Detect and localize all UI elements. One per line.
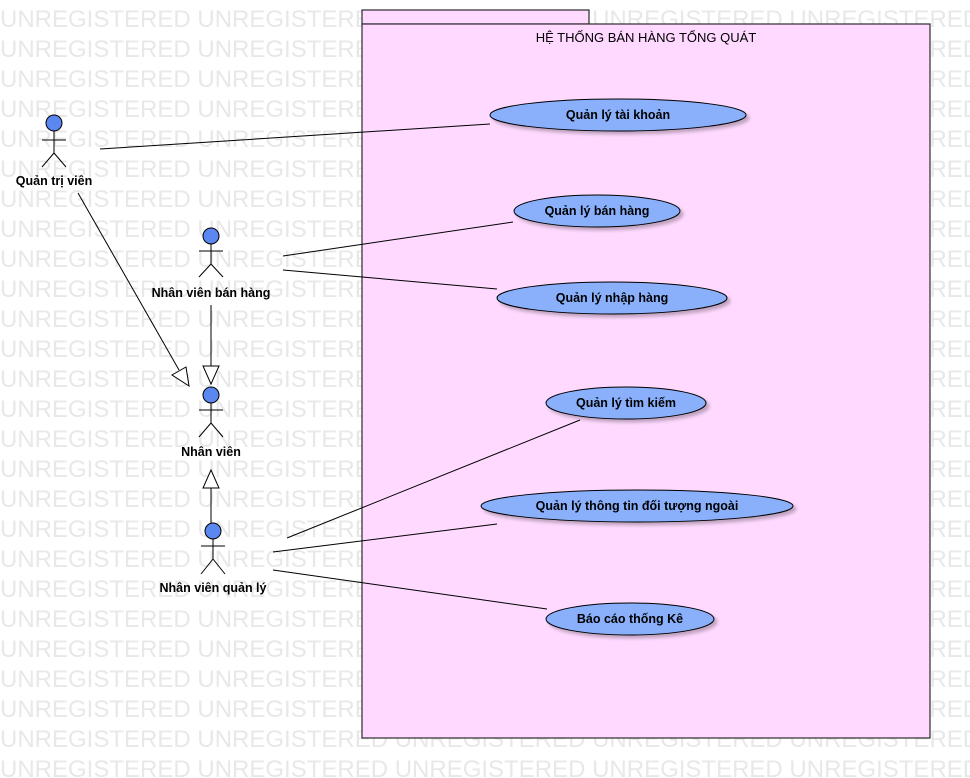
actor-admin-label: Quản trị viên bbox=[16, 174, 92, 188]
actor-manager-right-leg bbox=[212, 558, 226, 575]
assoc-manager-partners[interactable] bbox=[272, 523, 498, 553]
assoc-admin-accounts[interactable] bbox=[99, 123, 491, 150]
usecase-sales-label: Quản lý bán hàng bbox=[545, 204, 650, 218]
actor-sales[interactable]: Nhân viên bán hàng bbox=[152, 227, 271, 300]
generalizations bbox=[77, 192, 220, 523]
usecase-search[interactable]: Quản lý tìm kiếm bbox=[545, 386, 707, 420]
usecase-partners-shape bbox=[480, 489, 794, 523]
usecase-accounts-shape bbox=[489, 98, 747, 132]
actor-sales-head-icon bbox=[202, 227, 220, 245]
actor-admin-left-leg bbox=[41, 152, 55, 168]
assoc-sales-sales[interactable] bbox=[282, 221, 514, 257]
actor-admin-head-icon bbox=[45, 114, 63, 132]
gen-sales-staff-arrow bbox=[202, 365, 220, 386]
actor-sales-right-leg bbox=[210, 263, 224, 278]
actor-staff-right-leg bbox=[210, 422, 224, 438]
usecase-partners-label: Quản lý thông tin đối tượng ngoài bbox=[536, 499, 739, 513]
actor-manager-left-leg bbox=[200, 558, 214, 575]
usecase-partners[interactable]: Quản lý thông tin đối tượng ngoài bbox=[480, 489, 794, 523]
gen-admin-staff-arrow bbox=[171, 366, 190, 388]
gen-manager-staff-arrow bbox=[202, 468, 220, 489]
actor-admin-right-leg bbox=[53, 152, 67, 168]
usecase-report[interactable]: Báo cáo thống Kê bbox=[545, 602, 715, 636]
actor-manager-head-icon bbox=[204, 522, 222, 540]
usecase-report-label: Báo cáo thống Kê bbox=[577, 612, 683, 626]
actor-staff-label: Nhân viên bbox=[181, 445, 241, 459]
assoc-manager-search[interactable] bbox=[286, 419, 581, 539]
assoc-manager-report[interactable] bbox=[272, 569, 548, 610]
usecase-report-shape bbox=[545, 602, 715, 636]
usecase-accounts[interactable]: Quản lý tài khoản bbox=[489, 98, 747, 132]
usecase-search-shape bbox=[545, 386, 707, 420]
actor-manager[interactable]: Nhân viên quản lý bbox=[160, 522, 267, 595]
actor-manager-label: Nhân viên quản lý bbox=[160, 581, 267, 595]
usecase-search-label: Quản lý tìm kiếm bbox=[576, 396, 676, 410]
usecase-accounts-label: Quản lý tài khoản bbox=[566, 108, 670, 122]
actor-staff[interactable]: Nhân viên bbox=[181, 386, 241, 459]
actor-sales-label: Nhân viên bán hàng bbox=[152, 286, 271, 300]
assoc-sales-imports[interactable] bbox=[282, 269, 498, 290]
watermark-row: UNREGISTERED UNREGISTERED UNREGISTERED U… bbox=[0, 756, 970, 778]
usecase-sales-shape bbox=[513, 194, 681, 228]
usecase-imports-shape bbox=[496, 281, 728, 315]
gen-admin-staff-line[interactable] bbox=[77, 192, 180, 371]
system-tab bbox=[361, 9, 590, 25]
actor-staff-head-icon bbox=[202, 386, 220, 404]
system-title: HỆ THỐNG BÁN HÀNG TỔNG QUÁT bbox=[536, 30, 757, 45]
associations bbox=[99, 123, 581, 610]
usecases: Quản lý tài khoản Quản lý bán hàng Quản … bbox=[480, 98, 794, 636]
usecase-sales[interactable]: Quản lý bán hàng bbox=[513, 194, 681, 228]
actor-staff-left-leg bbox=[198, 422, 212, 438]
usecase-imports-label: Quản lý nhập hàng bbox=[556, 291, 669, 305]
actor-sales-left-leg bbox=[198, 263, 212, 278]
actor-admin[interactable]: Quản trị viên bbox=[16, 114, 92, 188]
actors: Quản trị viên Nhân viên bán hàng Nhân vi… bbox=[16, 114, 271, 595]
usecase-imports[interactable]: Quản lý nhập hàng bbox=[496, 281, 728, 315]
